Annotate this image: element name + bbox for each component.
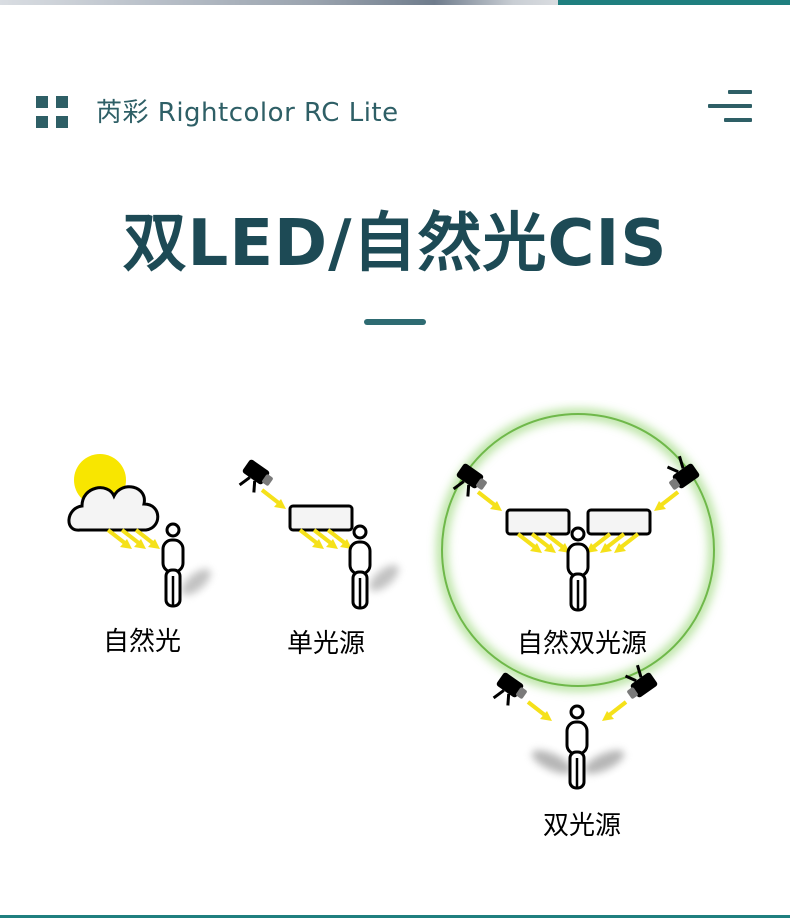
natural-light-illustration [67,454,211,608]
single-light-illustration [233,457,399,610]
lamp-icon [233,457,277,501]
natural-light-label: 自然光 [103,627,181,657]
top-banner-strip [0,0,790,5]
menu-line-icon [728,90,752,94]
menu-line-icon [708,104,752,108]
single-light-label: 单光源 [287,629,365,659]
dual-light-label: 双光源 [543,811,621,841]
hamburger-menu-button[interactable] [708,86,756,126]
title-underline [364,319,426,325]
page-title: 双LED/自然光CIS [122,207,668,281]
top-banner-accent [558,0,790,5]
bottom-accent-line [0,915,790,918]
grid-menu-icon[interactable] [36,96,68,128]
natural-dual-light-illustration [437,409,719,691]
header-bar: 芮彩 Rightcolor RC Lite [0,80,790,140]
natural-dual-light-label: 自然双光源 [517,629,647,659]
lighting-diagram: 自然光 单光源 自然双光源 双光源 [67,409,719,841]
cloud-icon [67,485,160,532]
brand-name: 芮彩 Rightcolor RC Lite [96,98,399,128]
menu-line-icon [724,118,752,122]
dual-light-illustration [487,660,660,790]
